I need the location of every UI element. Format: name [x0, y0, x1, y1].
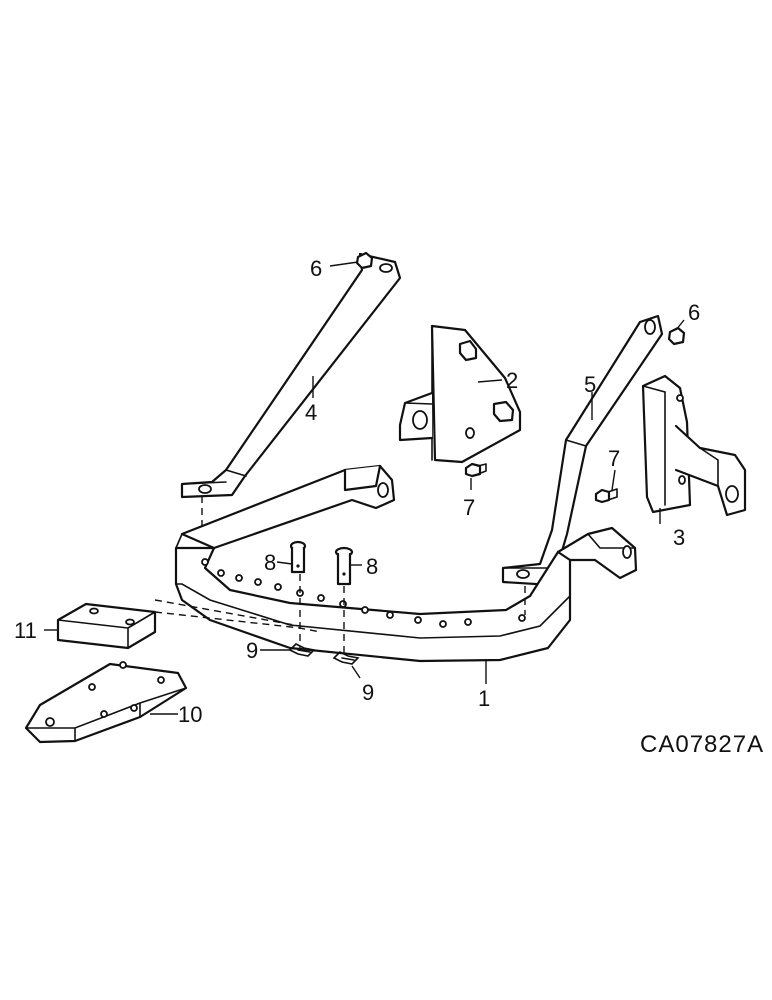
- callout-9-right: 9: [362, 680, 374, 705]
- callout-9-left: 9: [246, 638, 258, 663]
- clip-right: [332, 651, 360, 665]
- drawbar-frame: [174, 464, 638, 663]
- callout-6-right: 6: [688, 300, 700, 325]
- hitch-plate: [24, 661, 188, 744]
- callout-6-left: 6: [310, 256, 322, 281]
- brace-right: [501, 314, 664, 587]
- clevis-pin-right: [334, 546, 354, 586]
- callout-labels: 1 2 3 4 5 6 6 7 7 8 8 9 9 10 11: [14, 256, 700, 727]
- callout-5: 5: [584, 372, 596, 397]
- callout-8-right: 8: [366, 554, 378, 579]
- bolt-right: [594, 488, 618, 504]
- callout-7-right: 7: [608, 446, 620, 471]
- alignment-lines: [154, 496, 526, 658]
- spacer-block: [56, 602, 157, 650]
- callout-3: 3: [673, 525, 685, 550]
- callout-4: 4: [305, 400, 317, 425]
- drawing-reference-code: CA07827A: [640, 731, 764, 758]
- mounting-bracket-right: [641, 374, 747, 517]
- callout-7-upper: 7: [463, 495, 475, 520]
- callout-2: 2: [506, 368, 518, 393]
- callout-1: 1: [478, 686, 490, 711]
- nut-left: [355, 251, 374, 270]
- callout-11: 11: [14, 618, 37, 643]
- leader-lines: [44, 261, 685, 715]
- brace-left: [180, 252, 402, 499]
- clevis-pin-left: [289, 540, 307, 574]
- clip-left: [288, 643, 316, 657]
- callout-10: 10: [178, 702, 202, 727]
- callout-8-left: 8: [264, 550, 276, 575]
- nut-right: [667, 326, 686, 346]
- mounting-bracket-upper: [398, 324, 522, 464]
- bolt-upper: [464, 462, 487, 478]
